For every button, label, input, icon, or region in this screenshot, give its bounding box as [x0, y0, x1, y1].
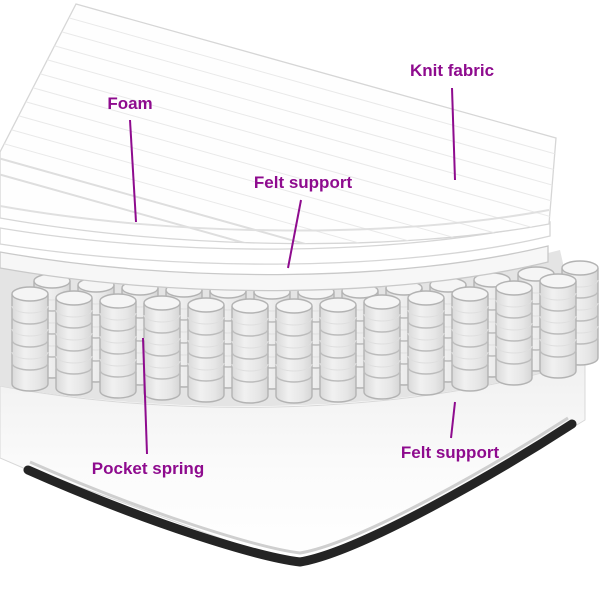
mattress-illustration	[0, 3, 599, 567]
pocket-spring	[363, 294, 401, 400]
pocket-spring	[187, 297, 225, 403]
pocket-spring	[143, 295, 181, 401]
label-foam: Foam	[107, 94, 152, 113]
annotations: Knit fabric Foam Felt support Pocket spr…	[92, 61, 500, 478]
pocket-spring-leader-line	[142, 337, 148, 455]
knit-fabric-leader-line	[451, 87, 456, 181]
pocket-spring	[407, 290, 445, 396]
pocket-spring	[11, 286, 49, 392]
base-side-edge	[29, 416, 569, 555]
knit-fabric-bottom-tape	[0, 205, 550, 232]
pocket-spring	[539, 273, 577, 379]
pocket-spring	[275, 298, 313, 404]
pocket-spring	[451, 286, 489, 392]
pocket-spring	[319, 297, 357, 403]
label-knit-fabric: Knit fabric	[410, 61, 494, 80]
pocket-spring	[231, 298, 269, 404]
pocket-spring	[55, 290, 93, 396]
felt-support-layer-top	[0, 245, 549, 292]
felt-support-bottom-leader-line	[450, 401, 456, 439]
label-pocket-spring: Pocket spring	[92, 459, 204, 478]
knit-fabric-top	[0, 3, 557, 245]
base-bottom-rim	[23, 419, 577, 567]
label-felt-support-bottom: Felt support	[401, 443, 500, 462]
foam-layer	[0, 221, 551, 265]
pocket-spring	[99, 293, 137, 399]
felt-support-top-leader-line	[287, 199, 302, 269]
label-felt-support-top: Felt support	[254, 173, 353, 192]
pocket-spring	[495, 280, 533, 386]
knit-texture-lines	[0, 4, 556, 244]
foam-leader-line	[129, 119, 137, 223]
